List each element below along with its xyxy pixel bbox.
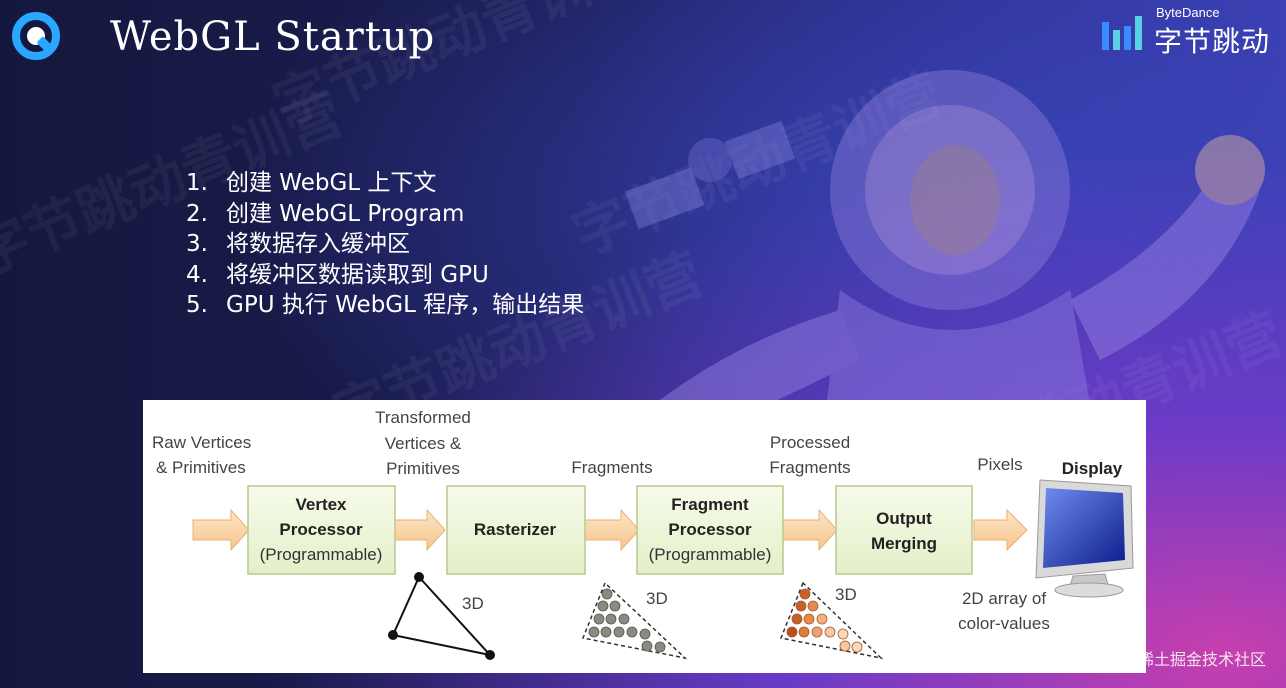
steps-list: 1.创建 WebGL 上下文 2.创建 WebGL Program 3.将数据存…: [186, 168, 584, 321]
list-item: 2.创建 WebGL Program: [186, 200, 465, 227]
raw-vertices-label: Raw Vertices: [152, 433, 251, 452]
label-3d: 3D: [835, 585, 857, 604]
arrow-icon: [192, 508, 250, 552]
brand-name-en: ByteDance: [1156, 5, 1220, 20]
output-box-title: Output: [876, 509, 932, 528]
processed-fragments-icon: [779, 581, 884, 660]
pixels-label: Pixels: [977, 455, 1022, 474]
bytedance-bars-icon: [1102, 16, 1142, 50]
label-3d: 3D: [646, 589, 668, 608]
rasterized-fragments-icon: [581, 581, 688, 660]
arrow-icon: [973, 508, 1028, 552]
output-box-title-2: Merging: [871, 534, 937, 553]
arrow-icon: [394, 508, 446, 552]
raw-vertices-label-2: & Primitives: [156, 458, 246, 477]
arrow-icon: [584, 508, 640, 552]
transformed-label-3: Primitives: [386, 459, 460, 478]
list-item: 1.创建 WebGL 上下文: [186, 170, 437, 196]
pipeline-svg: Vertex Processor (Programmable) Rasteriz…: [152, 408, 1134, 660]
slide-title: WebGL Startup: [110, 14, 436, 60]
q-logo-icon: [12, 12, 60, 60]
fragment-processor-box: [636, 485, 784, 575]
vertex-box-title: Vertex: [295, 495, 347, 514]
rasterizer-box-title: Rasterizer: [474, 520, 557, 539]
list-item: 3.将数据存入缓冲区: [186, 231, 410, 257]
output-merging-box: [835, 485, 973, 575]
processed-label-2: Fragments: [769, 458, 850, 477]
fragments-label: Fragments: [571, 458, 652, 477]
processed-label: Processed: [770, 433, 850, 452]
list-item: 5.GPU 执行 WebGL 程序，输出结果: [186, 292, 585, 318]
list-item: 4.将缓冲区数据读取到 GPU: [186, 261, 489, 288]
fragment-box-title-2: Processor: [668, 520, 752, 539]
output-desc-2: color-values: [958, 614, 1050, 633]
fragment-box-sub: (Programmable): [649, 545, 772, 564]
transformed-label: Transformed: [375, 408, 471, 427]
webgl-pipeline-diagram: Vertex Processor (Programmable) Rasteriz…: [143, 400, 1146, 673]
fragment-box-title: Fragment: [671, 495, 749, 514]
vertex-processor-box: [247, 485, 396, 575]
output-desc: 2D array of: [962, 589, 1046, 608]
bytedance-logo: ByteDance 字节跳动: [1100, 4, 1280, 58]
display-label: Display: [1062, 459, 1123, 478]
footer-credit: @稀土掘金技术社区: [1121, 650, 1266, 669]
pipeline-arrows: [192, 508, 1028, 552]
arrow-icon: [782, 508, 838, 552]
transformed-label-2: Vertices &: [385, 434, 462, 453]
vertex-box-sub: (Programmable): [260, 545, 383, 564]
label-3d: 3D: [462, 594, 484, 613]
brand-name-zh: 字节跳动: [1154, 25, 1271, 58]
monitor-icon: [1035, 479, 1134, 598]
rasterizer-box: [446, 485, 586, 575]
vertex-box-title-2: Processor: [279, 520, 363, 539]
triangle-vertices-icon: [388, 572, 495, 660]
